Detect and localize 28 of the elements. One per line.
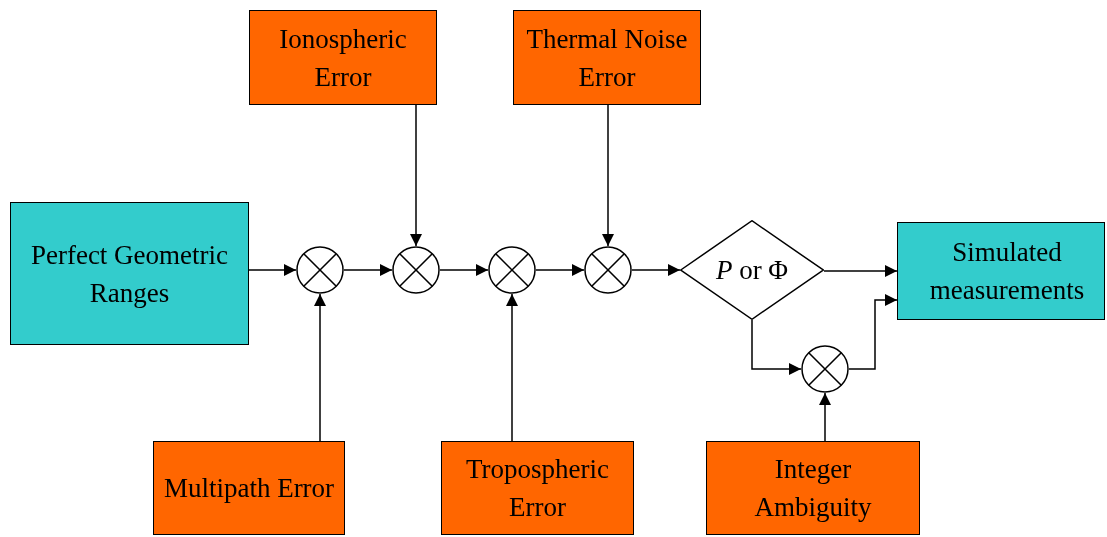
arrow: [819, 392, 831, 442]
arrow: [248, 264, 297, 276]
arrow: [535, 264, 585, 276]
arrow: [343, 264, 393, 276]
arrow: [506, 293, 518, 442]
arrow: [848, 294, 898, 370]
error-source-box: [706, 441, 920, 535]
error-source-box: [153, 441, 345, 535]
range-box: [10, 202, 249, 345]
arrow: [823, 265, 898, 277]
node-label: P or Φ: [715, 254, 789, 287]
node-label: Ionospheric Error: [278, 22, 408, 94]
node-label: Multipath Error: [163, 472, 335, 505]
error-source-box: [249, 10, 437, 105]
arrow: [410, 104, 422, 247]
node-label: Tropospheric Error: [465, 453, 610, 524]
range-box: [897, 222, 1105, 320]
error-source-box: [441, 441, 634, 535]
error-source-box: [513, 10, 701, 105]
node-label: Simulated measurements: [928, 236, 1086, 307]
arrow: [631, 264, 681, 276]
arrow: [314, 293, 326, 442]
arrow: [439, 264, 489, 276]
node-label: Thermal Noise Error: [525, 22, 689, 94]
node-label: Perfect Geometric Ranges: [29, 238, 230, 310]
arrow: [751, 319, 802, 375]
node-label: Integer Ambiguity: [753, 453, 873, 524]
arrow: [602, 104, 614, 247]
